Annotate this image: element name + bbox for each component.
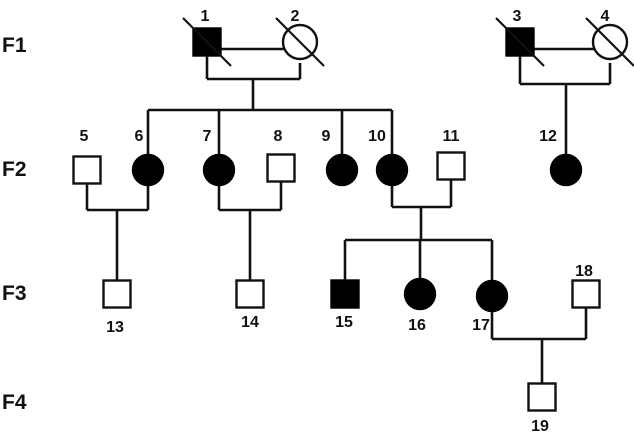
- individual-label-3: 3: [513, 8, 522, 25]
- generation-label-f2: F2: [2, 158, 27, 181]
- individual-label-2: 2: [291, 8, 300, 25]
- individual-label-13: 13: [106, 319, 124, 336]
- individual-label-7: 7: [203, 128, 212, 145]
- individual-label-17: 17: [472, 317, 490, 334]
- individual-12-circle: [549, 153, 583, 187]
- individual-label-1: 1: [201, 8, 210, 25]
- individual-9-circle: [325, 153, 359, 187]
- individual-10-circle: [375, 153, 409, 187]
- generation-label-f3: F3: [2, 282, 27, 305]
- individual-11-square: [436, 151, 466, 181]
- individual-15-square: [330, 279, 360, 309]
- individual-label-5: 5: [80, 128, 89, 145]
- deceased-slash-1: [182, 17, 232, 67]
- individual-13-square: [102, 279, 132, 309]
- individual-label-11: 11: [443, 128, 460, 145]
- individual-label-19: 19: [531, 418, 549, 434]
- individual-label-6: 6: [135, 128, 144, 145]
- generation-label-f4: F4: [2, 391, 27, 414]
- individual-label-10: 10: [368, 128, 386, 145]
- individual-17-circle: [475, 279, 509, 313]
- individual-16-circle: [403, 277, 437, 311]
- deceased-slash-2: [275, 17, 325, 67]
- deceased-slash-4: [585, 17, 634, 67]
- individual-shapes: [72, 17, 634, 412]
- individual-label-18: 18: [575, 263, 593, 280]
- individual-18-square: [571, 279, 601, 309]
- individual-labels: 1 2 3 4 5 6 7 8 9 10 11 12 13 14 15 16 1…: [80, 8, 610, 434]
- individual-5-square: [72, 155, 102, 185]
- individual-label-9: 9: [322, 128, 331, 145]
- pedigree-lines: [85, 47, 612, 384]
- individual-label-4: 4: [601, 8, 610, 25]
- individual-8-square: [266, 153, 296, 183]
- individual-label-8: 8: [274, 128, 283, 145]
- individual-label-16: 16: [408, 317, 426, 334]
- individual-label-12: 12: [539, 128, 557, 145]
- individual-label-14: 14: [241, 314, 259, 331]
- individual-14-square: [235, 279, 265, 309]
- individual-19-square: [527, 382, 557, 412]
- individual-7-circle: [202, 153, 236, 187]
- individual-label-15: 15: [335, 314, 353, 331]
- generation-label-f1: F1: [2, 34, 27, 57]
- deceased-slash-3: [495, 17, 545, 67]
- individual-6-circle: [131, 153, 165, 187]
